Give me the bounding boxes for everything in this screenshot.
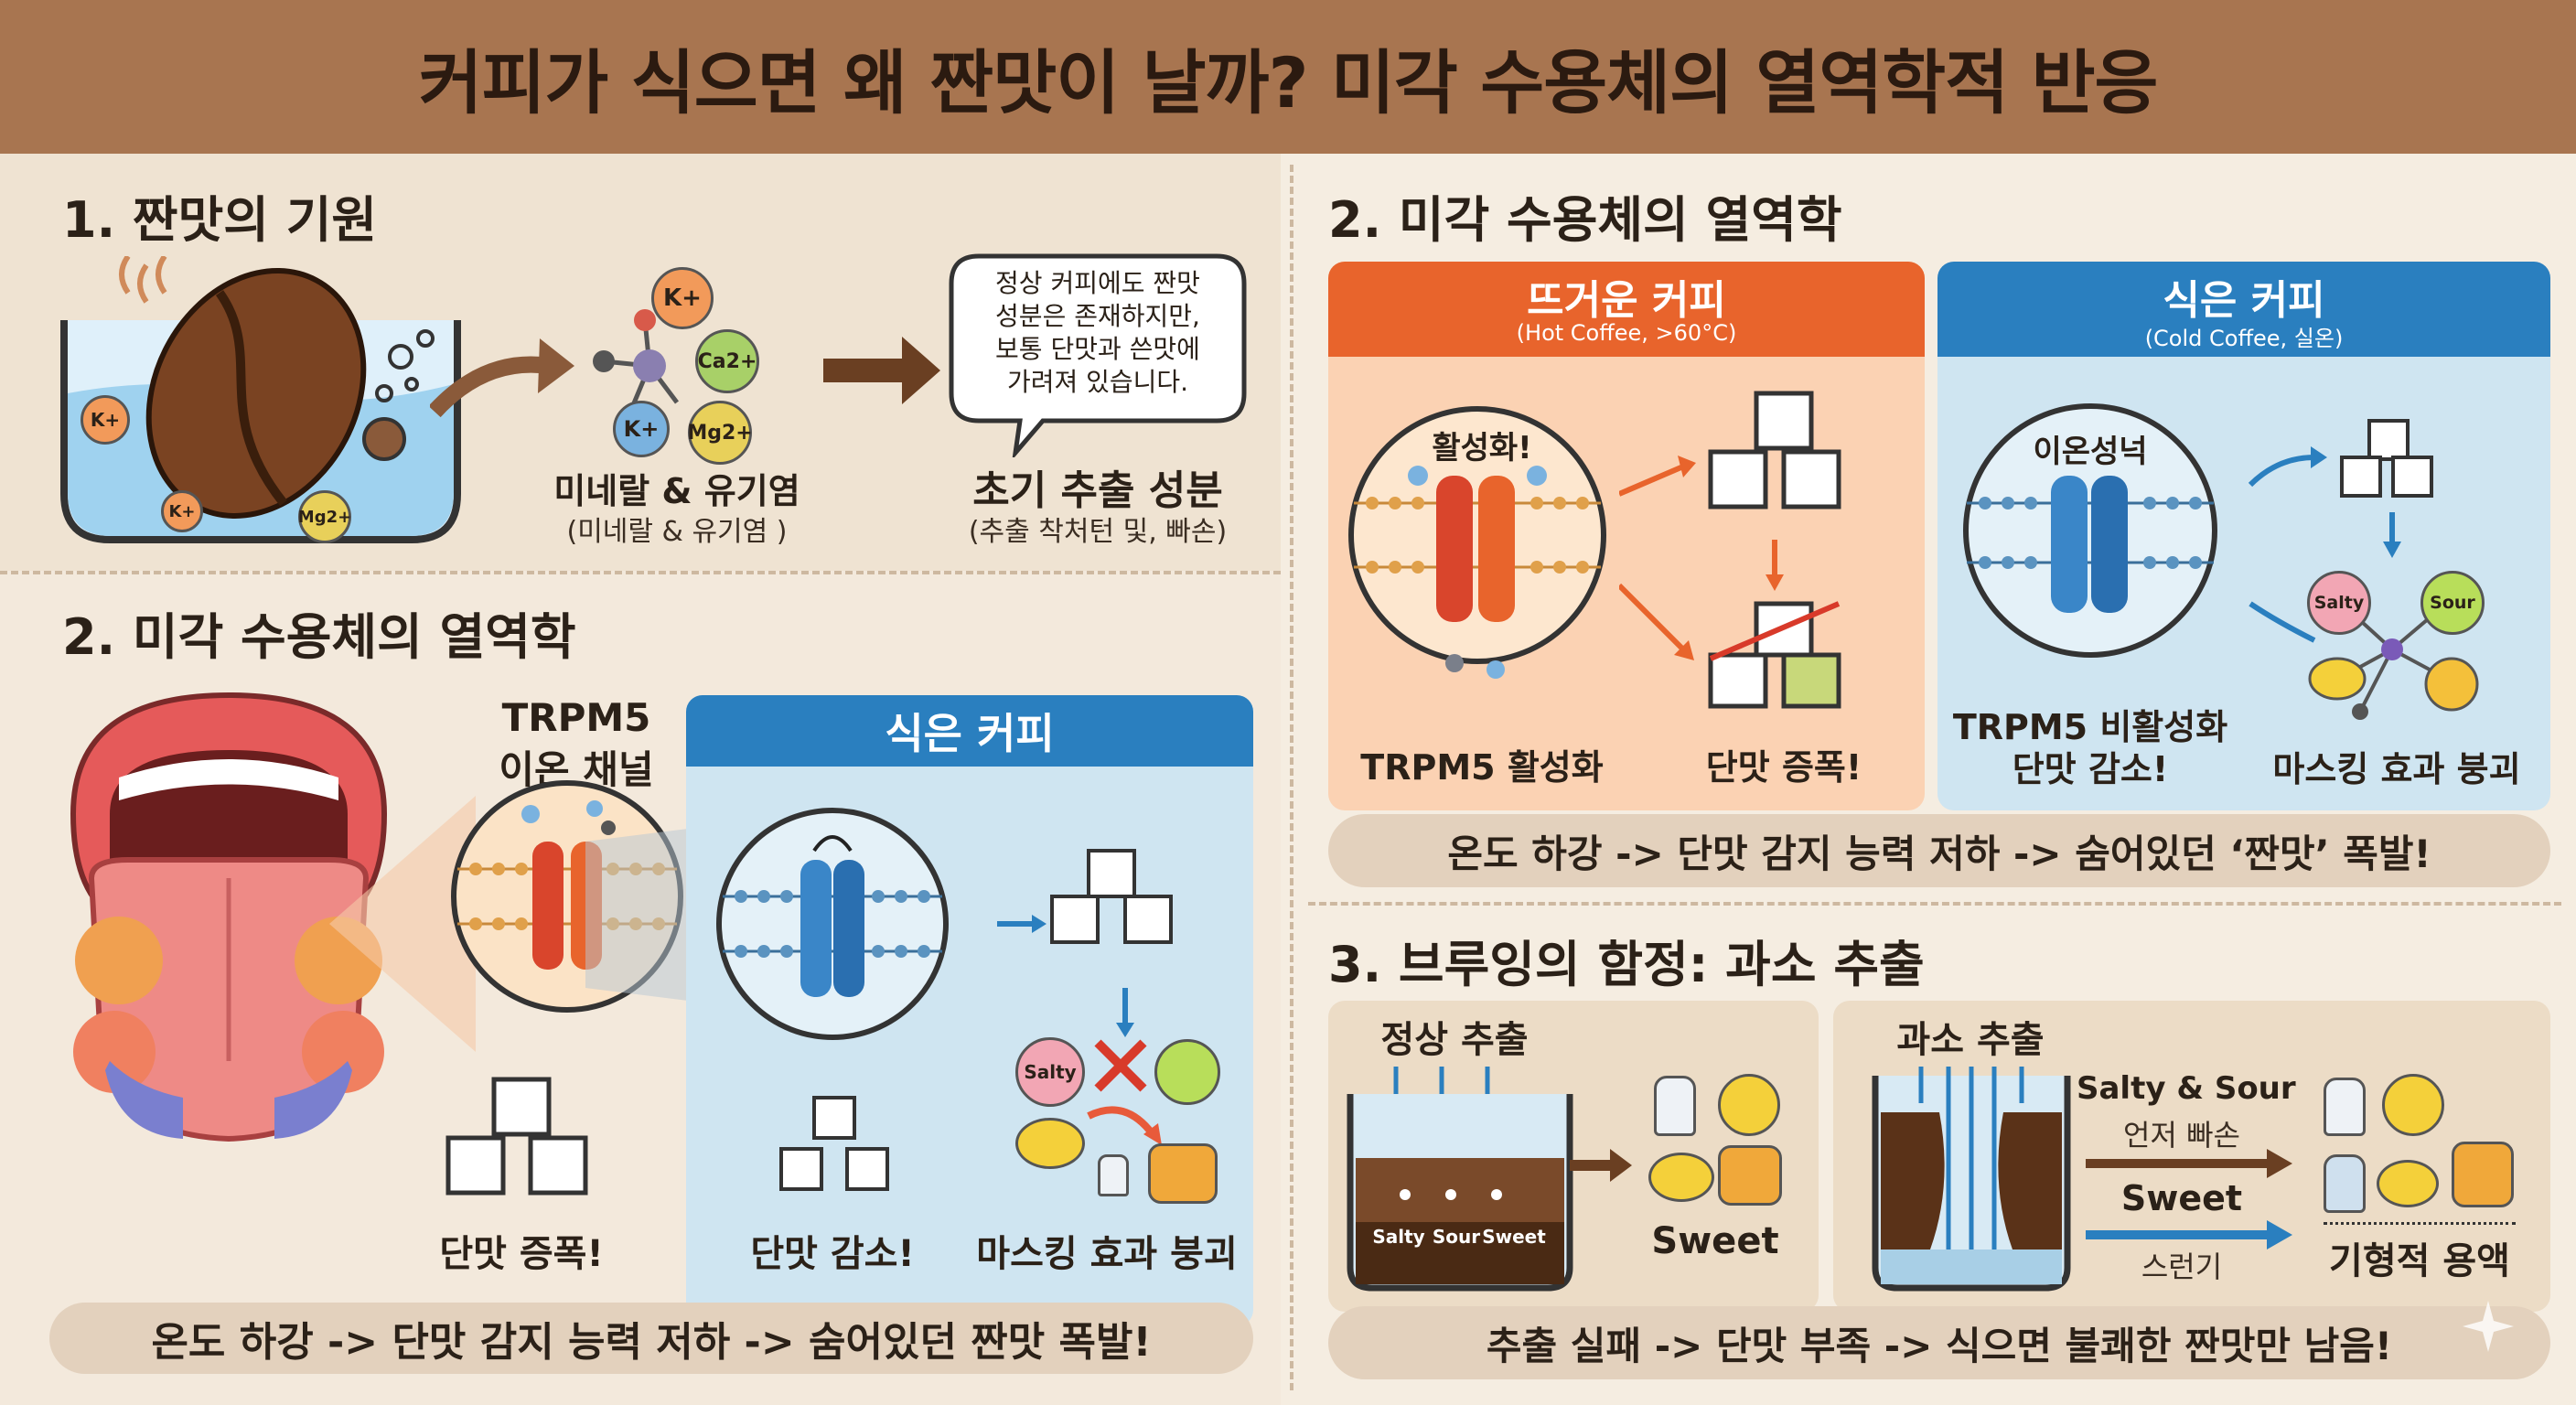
- sweet-drop-label: 단맛 감소!: [750, 1233, 915, 1275]
- bubble-line-4: 가려져 있습니다.: [1006, 367, 1189, 397]
- ion-ca: Ca2+: [695, 329, 759, 393]
- normal-lemon-icon: [1648, 1153, 1714, 1202]
- section2-right-title: 2. 미각 수용체의 열역학: [1328, 191, 1842, 249]
- page-title: 커피가 식으면 왜 짠맛이 날까? 미각 수용체의 열역학적 반응: [418, 42, 2159, 123]
- cold-sour-tag: Sour: [2420, 571, 2485, 635]
- honey-jar-icon: [1148, 1143, 1218, 1204]
- under-lemon-icon: [2377, 1160, 2439, 1207]
- coffee-bean-bowl-illustration: [60, 256, 461, 543]
- under-salty-sour-line1: Salty & Sour: [2077, 1070, 2296, 1107]
- sugar-cubes-reduced: [779, 1096, 889, 1191]
- arrow-to-minerals: [430, 338, 574, 418]
- cold-right-flow-illustration: [2248, 419, 2479, 720]
- section1-title: 1. 짠맛의 기원: [62, 191, 378, 249]
- cold-trpm5-line1: TRPM5 비활성화: [1952, 707, 2228, 747]
- section-divider-right: [1308, 902, 2561, 906]
- hot-sweet-boost-label: 단맛 증폭!: [1705, 747, 1862, 788]
- title-banner: [0, 0, 2576, 154]
- bubble-line-2: 성분은 존재하지만,: [995, 301, 1200, 331]
- trpm5-cold-circle: [1963, 403, 2217, 658]
- zoom-cone-left: [329, 796, 476, 1052]
- speech-bubble: [949, 253, 1247, 457]
- ion-k-top: K+: [651, 267, 714, 329]
- masking-collapse-label: 마스킹 효과 붕괴: [976, 1233, 1238, 1275]
- column-divider: [1290, 165, 1293, 1390]
- trpm5-hot-circle: [1348, 406, 1606, 679]
- masking-arrow-icon: [1087, 1106, 1162, 1145]
- bubble-line-3: 보통 단맛과 쓴맛에: [995, 334, 1200, 364]
- ion-mg: Mg2+: [687, 401, 753, 465]
- section2-left-title: 2. 미각 수용체의 열역학: [62, 608, 576, 666]
- arrow-to-bubble: [823, 337, 940, 404]
- water-ion-k-2: K+: [161, 490, 203, 532]
- water-ion-mg: Mg2+: [298, 490, 351, 543]
- section2-left-summary-bar: 온도 하강 -> 단맛 감지 능력 저하 -> 숨어있던 짠맛 폭발!: [49, 1303, 1253, 1374]
- bubble-line-1: 정상 커피에도 짠맛: [995, 268, 1200, 298]
- cold-masking-label: 마스킹 효과 붕괴: [2272, 749, 2521, 789]
- normal-lemon-slice-icon: [1718, 1074, 1780, 1136]
- cold-trpm5-line2: 단맛 감소!: [2012, 749, 2169, 789]
- minerals-label: 미네랄 & 유기염: [553, 471, 800, 511]
- salt-shaker-icon: [1098, 1154, 1129, 1196]
- hot-trpm5-label: TRPM5 활성화: [1360, 747, 1604, 788]
- under-result-divider: [2324, 1222, 2516, 1225]
- under-salty-sour-line2: 언저 빠손: [2123, 1118, 2240, 1153]
- under-extraction-label: 과소 추출: [1896, 1019, 2045, 1061]
- normal-tag-sweet: Sweet: [1482, 1226, 1546, 1248]
- cross-mark-icon: [1094, 1039, 1147, 1092]
- water-ion-k-1: K+: [80, 395, 130, 445]
- hot-activated-label: 활성화!: [1432, 430, 1532, 467]
- under-lemon-slice-icon: [2382, 1074, 2444, 1136]
- ionic-label: 이온성넉: [2033, 434, 2148, 470]
- under-sweet-arrow: [2086, 1220, 2292, 1249]
- normal-extraction-label: 정상 추출: [1380, 1019, 1529, 1061]
- under-salt-shaker-icon: [2324, 1078, 2366, 1136]
- hot-coffee-subtitle: (Hot Coffee, >60°C): [1516, 320, 1737, 346]
- under-sweet-label: Sweet: [2120, 1178, 2243, 1218]
- section-divider-left: [0, 571, 1281, 574]
- hot-sugar-cubes: [1619, 391, 1841, 709]
- cold-coffee-subtitle-right: (Cold Coffee, 실온): [2144, 326, 2344, 351]
- cold-salty-tag: Salty: [2307, 571, 2371, 635]
- under-salty-sour-arrow: [2086, 1149, 2292, 1178]
- normal-result-label: Sweet: [1651, 1220, 1779, 1262]
- normal-extraction-vessel: [1347, 1067, 1573, 1292]
- sweet-boost-label: 단맛 증폭!: [439, 1233, 604, 1275]
- section3-title: 3. 브루잉의 함정: 과소 추출: [1328, 936, 1925, 993]
- speech-bubble-text: 정상 커피에도 짠맛 성분은 존재하지만, 보통 단맛과 쓴맛에 가려져 있습니…: [956, 267, 1240, 399]
- normal-honey-jar-icon: [1718, 1145, 1782, 1206]
- under-honey-jar-icon: [2452, 1142, 2514, 1207]
- under-salt-shaker-icon-2: [2324, 1154, 2366, 1213]
- extract-label: 초기 추출 성분: [972, 467, 1223, 514]
- normal-tag-salty: Salty: [1372, 1226, 1425, 1248]
- sparkle-icon: [2463, 1301, 2514, 1352]
- trpm5-label-line1: TRPM5: [501, 695, 651, 740]
- lime-icon: [1154, 1039, 1220, 1105]
- ion-k-bottom: K+: [613, 401, 670, 457]
- cold-coffee-header-right: [1937, 262, 2550, 357]
- tongue-mouth-illustration: [70, 692, 388, 1142]
- cold-coffee-header: 식은 커피: [686, 695, 1253, 767]
- section3-summary-bar: 추출 실패 -> 단맛 부족 -> 식으면 불쾌한 짠맛만 남음!: [1328, 1306, 2550, 1379]
- normal-arrow: [1570, 1149, 1632, 1182]
- trpm5-channel-inactive-circle: [716, 808, 949, 1040]
- hot-coffee-header: [1328, 262, 1925, 357]
- extract-sublabel: (추출 착처턴 및, 빠손): [968, 516, 1228, 548]
- salty-tag: Salty: [1015, 1037, 1085, 1107]
- normal-tag-sour: Sour: [1432, 1226, 1481, 1248]
- hot-coffee-title: 뜨거운 커피: [1527, 277, 1726, 324]
- sugar-cubes-small: [1050, 849, 1173, 944]
- cold-coffee-title-right: 식은 커피: [2163, 277, 2325, 324]
- lemon-icon: [1015, 1118, 1085, 1169]
- minerals-sublabel: (미네랄 & 유기염 ): [566, 516, 788, 548]
- normal-salt-shaker-icon: [1654, 1076, 1696, 1136]
- under-result-label: 기형적 용액: [2329, 1240, 2510, 1282]
- under-extraction-vessel: [1872, 1067, 2071, 1292]
- sugar-cubes-large: [445, 1077, 588, 1196]
- section2-right-summary-bar: 온도 하강 -> 단맛 감지 능력 저하 -> 숨어있던 ‘짠맛’ 폭발!: [1328, 814, 2550, 887]
- under-sweet-sublabel: 스런기: [2141, 1249, 2223, 1284]
